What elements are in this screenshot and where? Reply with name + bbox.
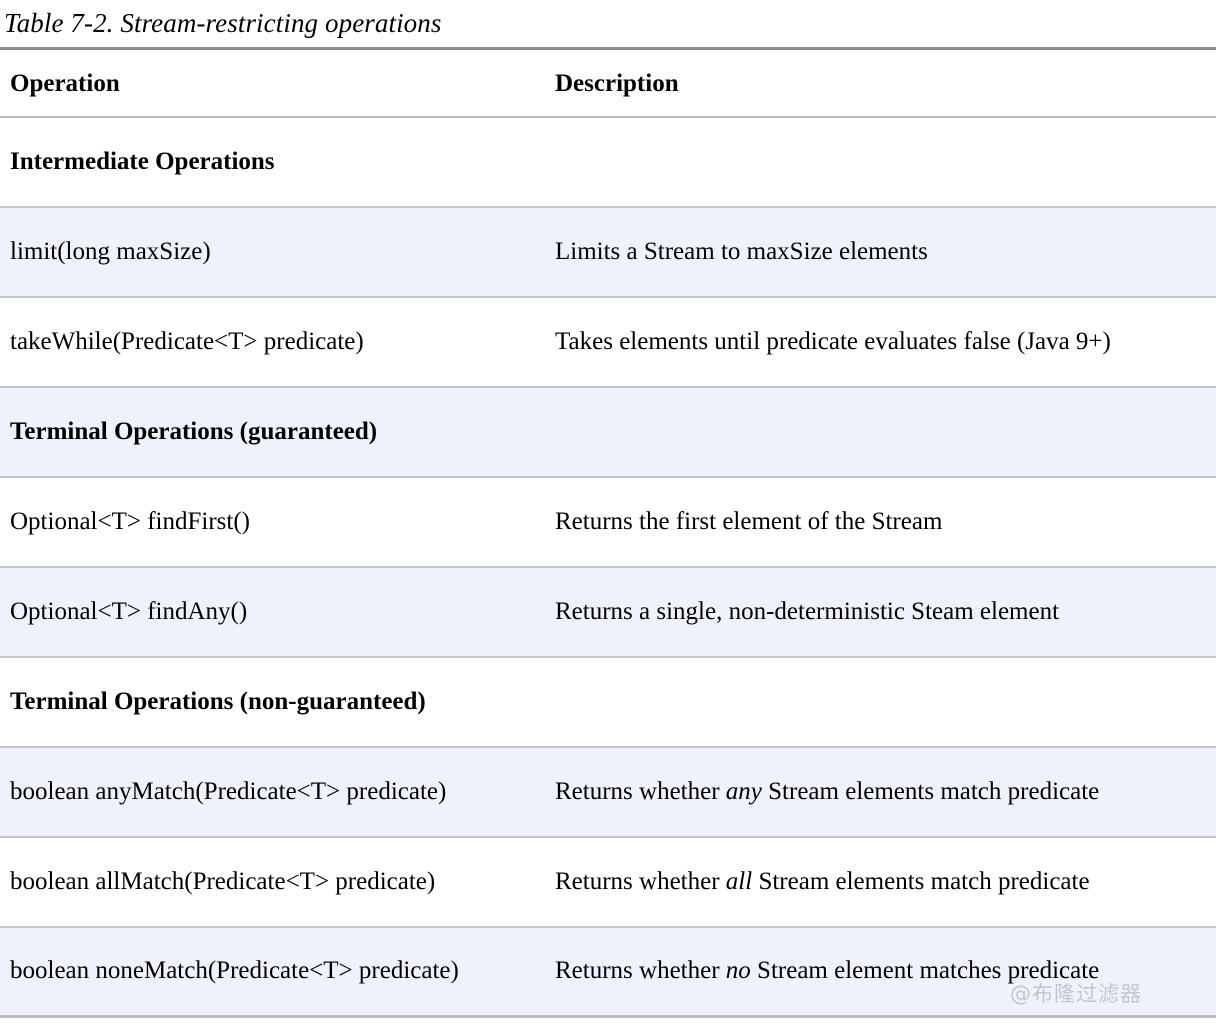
description-prefix: Returns a single, non-deterministic Stea… [555, 597, 1060, 625]
cell-description: Returns whether all Stream elements matc… [545, 836, 1216, 928]
cell-operation: boolean allMatch(Predicate<T> predicate) [0, 836, 545, 928]
cell-description: Limits a Stream to maxSize elements [545, 206, 1216, 298]
table-section-row: Terminal Operations (guaranteed) [0, 386, 1216, 478]
description-emphasis: any [725, 777, 762, 805]
table-header-row: Operation Description [0, 47, 1216, 118]
section-heading: Terminal Operations (non-guaranteed) [0, 656, 1216, 748]
column-header-operation: Operation [0, 47, 545, 118]
description-suffix: Stream element matches predicate [750, 957, 1100, 985]
description-emphasis: no [725, 957, 751, 985]
description-suffix: Stream elements match predicate [761, 777, 1100, 805]
cell-description: Returns whether no Stream element matche… [545, 926, 1216, 1018]
description-prefix: Limits a Stream to maxSize elements [555, 237, 928, 265]
column-header-description: Description [545, 47, 1216, 118]
description-prefix: Returns whether [555, 867, 726, 895]
table-row: Optional<T> findAny() Returns a single, n… [0, 566, 1216, 658]
section-heading: Intermediate Operations [0, 116, 1216, 208]
table-caption: Table 7-2. Stream-restricting operations [4, 8, 442, 38]
cell-operation: limit(long maxSize) [0, 206, 545, 298]
section-heading: Terminal Operations (guaranteed) [0, 386, 1216, 478]
cell-description: Returns whether any Stream elements matc… [545, 746, 1216, 838]
table-section-row: Intermediate Operations [0, 116, 1216, 208]
table-row: boolean allMatch(Predicate<T> predicate)… [0, 836, 1216, 928]
table-row: boolean noneMatch(Predicate<T> predicate… [0, 926, 1216, 1018]
cell-operation: takeWhile(Predicate<T> predicate) [0, 296, 545, 388]
table-section-row: Terminal Operations (non-guaranteed) [0, 656, 1216, 748]
table-row: boolean anyMatch(Predicate<T> predicate)… [0, 746, 1216, 838]
stream-restricting-operations-table: Operation Description Intermediate Opera… [0, 47, 1216, 1018]
table-row: takeWhile(Predicate<T> predicate) Takes e… [0, 296, 1216, 388]
description-suffix: Stream elements match predicate [752, 867, 1090, 895]
cell-description: Takes elements until predicate evaluates… [545, 296, 1216, 388]
table-row: limit(long maxSize) Limits a Stream to ma… [0, 206, 1216, 298]
cell-operation: boolean anyMatch(Predicate<T> predicate) [0, 746, 545, 838]
cell-description: Returns the first element of the Stream [545, 476, 1216, 568]
description-prefix: Returns the first element of the Stream [555, 507, 943, 535]
table-head: Operation Description [0, 47, 1216, 118]
description-emphasis: all [725, 867, 753, 895]
cell-operation: Optional<T> findAny() [0, 566, 545, 658]
cell-operation: boolean noneMatch(Predicate<T> predicate… [0, 926, 545, 1018]
cell-description: Returns a single, non-deterministic Stea… [545, 566, 1216, 658]
description-prefix: Takes elements until predicate evaluates… [555, 327, 1111, 355]
table-row: Optional<T> findFirst() Returns the first… [0, 476, 1216, 568]
description-prefix: Returns whether [555, 777, 726, 805]
cell-operation: Optional<T> findFirst() [0, 476, 545, 568]
description-prefix: Returns whether [555, 957, 726, 985]
